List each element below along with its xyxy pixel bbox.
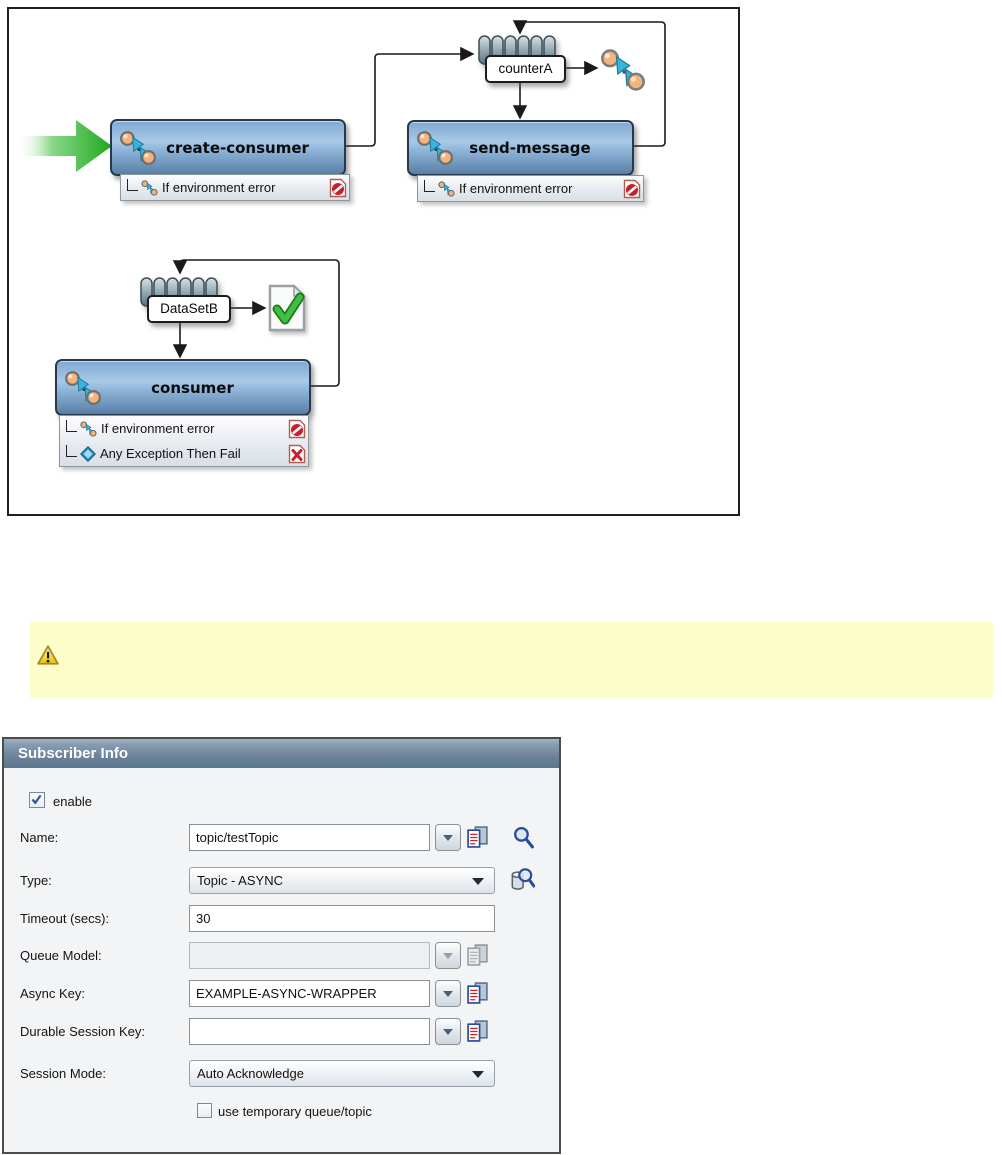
connector-wires bbox=[172, 20, 666, 387]
field-label: Queue Model: bbox=[20, 948, 102, 963]
error-handler-label: If environment error bbox=[459, 181, 573, 196]
enable-label: enable bbox=[53, 794, 93, 809]
form-row-queue-model: Queue Model: bbox=[4, 942, 559, 969]
form-row-durable-session-key: Durable Session Key: bbox=[4, 1018, 559, 1045]
warning-icon bbox=[37, 645, 59, 665]
check-mark-icon bbox=[31, 794, 42, 805]
activity-icon bbox=[417, 131, 453, 165]
async-key-dropdown-button[interactable] bbox=[435, 980, 461, 1007]
field-label: Session Mode: bbox=[20, 1066, 106, 1081]
chevron-down-icon bbox=[472, 878, 484, 885]
error-handler-label: If environment error bbox=[101, 421, 215, 436]
activity-mini-icon bbox=[80, 420, 97, 437]
node-send-message[interactable]: send-message bbox=[407, 120, 634, 176]
form-row-async-key: Async Key: bbox=[4, 980, 559, 1007]
error-handler-bar: If environment error bbox=[120, 174, 350, 201]
tree-connector bbox=[66, 444, 77, 457]
error-stop-icon bbox=[288, 419, 306, 438]
form-row-timeout: Timeout (secs): bbox=[4, 905, 559, 932]
db-search-icon[interactable] bbox=[509, 865, 536, 898]
node-label: consumer bbox=[151, 378, 234, 397]
use-temporary-queue-topic-checkbox[interactable] bbox=[197, 1103, 212, 1118]
form-row-session-mode: Session Mode: Auto Acknowledge bbox=[4, 1060, 559, 1087]
field-label: Type: bbox=[20, 873, 52, 888]
error-handler-row[interactable]: If environment error bbox=[60, 416, 308, 441]
tree-connector bbox=[127, 178, 138, 191]
error-stop-icon bbox=[623, 179, 641, 198]
error-handler-label: If environment error bbox=[162, 180, 276, 195]
enable-checkbox[interactable] bbox=[29, 792, 45, 808]
global-variable-icon[interactable] bbox=[466, 825, 489, 854]
note-box bbox=[30, 622, 993, 698]
error-handler-row[interactable]: Any Exception Then Fail bbox=[60, 441, 308, 466]
use-temporary-queue-topic-label: use temporary queue/topic bbox=[218, 1104, 372, 1119]
node-create-consumer[interactable]: create-consumer bbox=[110, 119, 346, 176]
field-label: Durable Session Key: bbox=[20, 1024, 146, 1039]
durable-session-key-input[interactable] bbox=[189, 1018, 430, 1045]
queue-label[interactable]: DataSetB bbox=[147, 295, 231, 323]
durable-session-key-dropdown-button[interactable] bbox=[435, 1018, 461, 1045]
activity-icon bbox=[65, 370, 101, 405]
error-stop-icon bbox=[329, 178, 347, 197]
condition-diamond-icon bbox=[80, 445, 96, 462]
name-dropdown-button[interactable] bbox=[435, 824, 461, 851]
type-select[interactable]: Topic - ASYNC bbox=[189, 867, 495, 894]
process-diagram: counterA create-consumer bbox=[7, 7, 740, 516]
global-variable-icon[interactable] bbox=[466, 981, 489, 1010]
global-variable-icon[interactable] bbox=[466, 1019, 489, 1048]
error-handler-row[interactable]: If environment error bbox=[418, 176, 643, 201]
queue-model-input bbox=[189, 942, 430, 969]
name-input[interactable] bbox=[189, 824, 430, 851]
form-row-name: Name: bbox=[4, 824, 559, 851]
global-variable-icon-disabled bbox=[466, 943, 489, 972]
tree-connector bbox=[66, 419, 77, 432]
queue-label[interactable]: counterA bbox=[485, 55, 566, 83]
activity-mini-icon bbox=[141, 179, 158, 196]
activity-icon[interactable] bbox=[599, 48, 647, 92]
fail-x-icon bbox=[288, 444, 306, 463]
form-row-type: Type: Topic - ASYNC bbox=[4, 867, 559, 894]
queue-model-dropdown-button bbox=[435, 942, 461, 969]
search-icon[interactable] bbox=[511, 825, 535, 855]
panel-title: Subscriber Info bbox=[4, 739, 559, 768]
node-consumer[interactable]: consumer bbox=[55, 359, 311, 416]
error-handler-label: Any Exception Then Fail bbox=[100, 446, 241, 461]
subscriber-info-panel: Subscriber Info enable Name: Type: bbox=[2, 737, 561, 1154]
error-handler-bar: If environment error Any Exception Then … bbox=[59, 415, 309, 467]
session-mode-select-value: Auto Acknowledge bbox=[197, 1066, 304, 1081]
tree-connector bbox=[424, 179, 435, 192]
timeout-input[interactable] bbox=[189, 905, 495, 932]
start-arrow-icon bbox=[19, 120, 112, 172]
type-select-value: Topic - ASYNC bbox=[197, 873, 283, 888]
node-label: send-message bbox=[469, 139, 591, 157]
chevron-down-icon bbox=[472, 1071, 484, 1078]
activity-icon bbox=[120, 130, 156, 165]
session-mode-select[interactable]: Auto Acknowledge bbox=[189, 1060, 495, 1087]
field-label: Timeout (secs): bbox=[20, 911, 110, 926]
field-label: Async Key: bbox=[20, 986, 86, 1001]
node-label: create-consumer bbox=[166, 138, 309, 157]
error-handler-bar: If environment error bbox=[417, 175, 644, 202]
error-handler-row[interactable]: If environment error bbox=[121, 175, 349, 200]
checkpoint-check-icon[interactable] bbox=[267, 284, 307, 332]
async-key-input[interactable] bbox=[189, 980, 430, 1007]
activity-mini-icon bbox=[438, 180, 455, 197]
field-label: Name: bbox=[20, 830, 59, 845]
